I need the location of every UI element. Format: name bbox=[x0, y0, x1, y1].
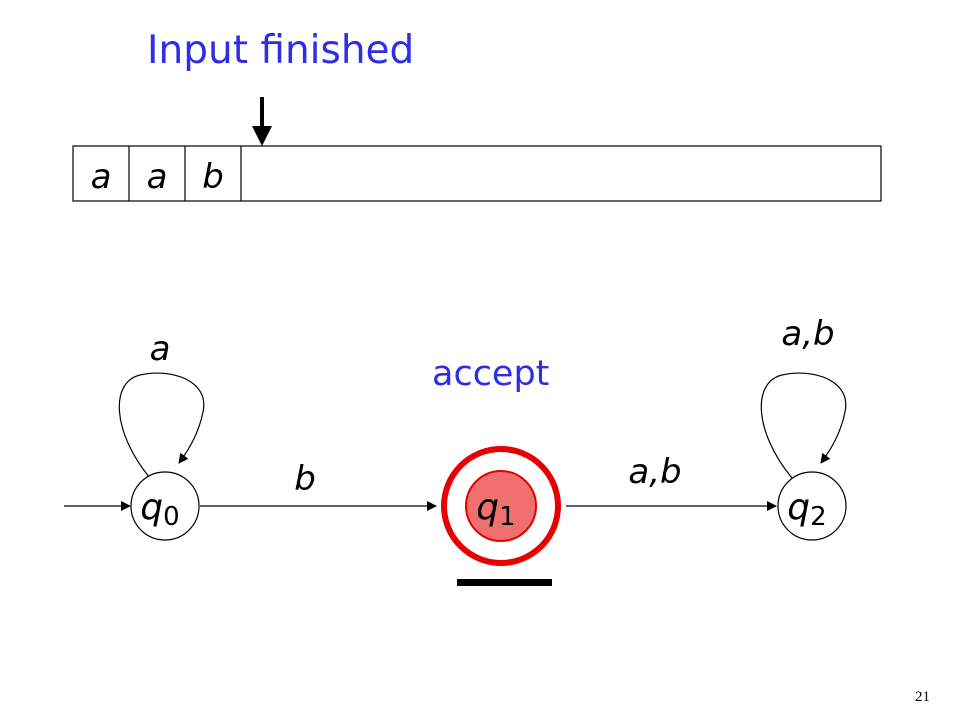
state-q0: q0 bbox=[130, 471, 200, 541]
state-q0-label: q bbox=[140, 487, 163, 528]
svg-text:q1: q1 bbox=[476, 487, 515, 532]
tape-cell-2: a bbox=[147, 157, 168, 197]
state-q2: q2 bbox=[777, 471, 847, 541]
q0-self-loop bbox=[118, 372, 205, 479]
page-number: 21 bbox=[915, 689, 930, 705]
tape-border bbox=[72, 145, 882, 202]
q2-loop-label: a,b bbox=[781, 314, 834, 354]
edge-q0-q1-label: b bbox=[294, 459, 316, 499]
state-q1-subscript: 1 bbox=[499, 502, 516, 532]
state-q1: q1 bbox=[441, 446, 561, 566]
state-q2-subscript: 2 bbox=[810, 502, 827, 532]
accept-label: accept bbox=[432, 354, 550, 394]
q0-loop-label: a bbox=[150, 329, 171, 369]
tape-cell-1: a bbox=[91, 157, 112, 197]
slide-title: Input finished bbox=[147, 28, 415, 73]
tape-head-arrow bbox=[252, 97, 272, 146]
svg-text:q0: q0 bbox=[140, 487, 179, 532]
accept-underline-bar bbox=[457, 579, 552, 586]
input-tape: a a b bbox=[72, 145, 882, 202]
svg-text:q2: q2 bbox=[787, 487, 826, 532]
state-q0-subscript: 0 bbox=[163, 502, 180, 532]
edge-q1-q2-label: a,b bbox=[628, 452, 681, 492]
q2-self-loop bbox=[760, 372, 847, 479]
state-q2-label: q bbox=[787, 487, 810, 528]
state-q1-label: q bbox=[476, 487, 499, 528]
tape-cell-3: b bbox=[202, 157, 224, 197]
current-state-marker bbox=[465, 470, 537, 542]
